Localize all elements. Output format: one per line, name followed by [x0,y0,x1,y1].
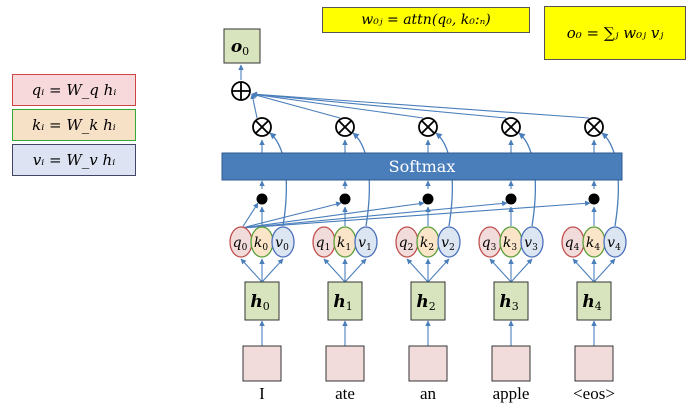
key-label: k3 [503,235,517,253]
arrow-times-to-plus [251,91,590,119]
arrow-h-to-v [344,258,367,283]
input-box [408,345,448,382]
key-label: k1 [337,235,351,253]
input-box [491,345,531,382]
arrow-h-to-q [323,258,346,283]
output-label: o0 [231,37,249,58]
arrow-times-to-plus [250,93,258,119]
token-word: ate [335,384,355,403]
arrow-h-to-v [427,258,450,283]
hidden-state-box [410,281,446,321]
arrow-h-to-v [510,258,533,283]
query-label: q0 [233,235,248,253]
input-box [574,345,614,382]
arrow-h-to-q [406,258,429,283]
input-box [242,345,282,382]
hidden-state-label: h0 [250,292,269,313]
attention-weight-equation: w₀ⱼ = attn(q₀, k₀:ₙ) [322,7,530,33]
value-node [271,226,295,258]
output-box [223,28,261,64]
arrow-h-to-v [261,258,284,283]
dot-product-node [588,193,600,205]
value-node [603,226,627,258]
times-icon-b [255,120,269,134]
token-word: I [259,384,265,403]
arrow-query-to-dot [241,202,259,229]
value-equation: vᵢ = W_v hᵢ [12,144,136,176]
dot-product-node [505,193,517,205]
times-icon-b [421,120,435,134]
output-sum-equation: o₀ = ∑ⱼ w₀ⱼ vⱼ [544,6,686,60]
dot-product-node [256,193,268,205]
key-label: k4 [586,235,600,253]
times-icon-b [587,120,601,134]
key-equation: kᵢ = W_k hᵢ [12,109,136,141]
value-label: v2 [441,235,455,253]
value-label: v4 [607,235,621,253]
dot-product-node [422,193,434,205]
value-label: v1 [358,235,372,253]
token-word: <eos> [573,384,615,403]
hidden-state-label: h1 [333,292,352,313]
query-label: q1 [316,235,331,253]
times-icon-b [504,120,518,134]
value-node [354,226,378,258]
query-label: q2 [399,235,414,253]
hidden-state-box [493,281,529,321]
value-label: v0 [275,235,289,253]
query-label: q4 [565,235,580,253]
arrow-h-to-v [593,258,616,283]
hidden-state-label: h4 [582,292,601,313]
times-icon-b [338,120,352,134]
hidden-state-label: h3 [499,292,518,313]
value-node [520,226,544,258]
arrow-query-to-dot [241,200,591,229]
arrow-query-to-dot [241,200,508,229]
arrow-times-to-plus [251,91,507,119]
token-word: an [419,384,437,403]
hidden-state-box [244,281,280,321]
value-label: v3 [524,235,538,253]
softmax-bar [221,152,623,181]
dot-product-node [339,193,351,205]
key-label: k2 [420,235,434,253]
key-label: k0 [254,235,268,253]
hidden-state-label: h2 [416,292,435,313]
arrow-query-to-dot [241,201,342,229]
arrow-h-to-q [489,258,512,283]
arrow-h-to-q [572,258,595,283]
arrow-times-to-plus [251,92,341,119]
softmax-label: Softmax [389,157,456,176]
query-label: q3 [482,235,497,253]
input-box [325,345,365,382]
hidden-state-box [327,281,363,321]
value-node [437,226,461,258]
token-word: apple [492,384,530,403]
arrow-h-to-q [240,258,263,283]
hidden-state-box [576,281,612,321]
arrow-query-to-dot [241,200,425,229]
arrow-times-to-plus [251,91,424,119]
query-equation: qᵢ = W_q hᵢ [12,74,136,106]
